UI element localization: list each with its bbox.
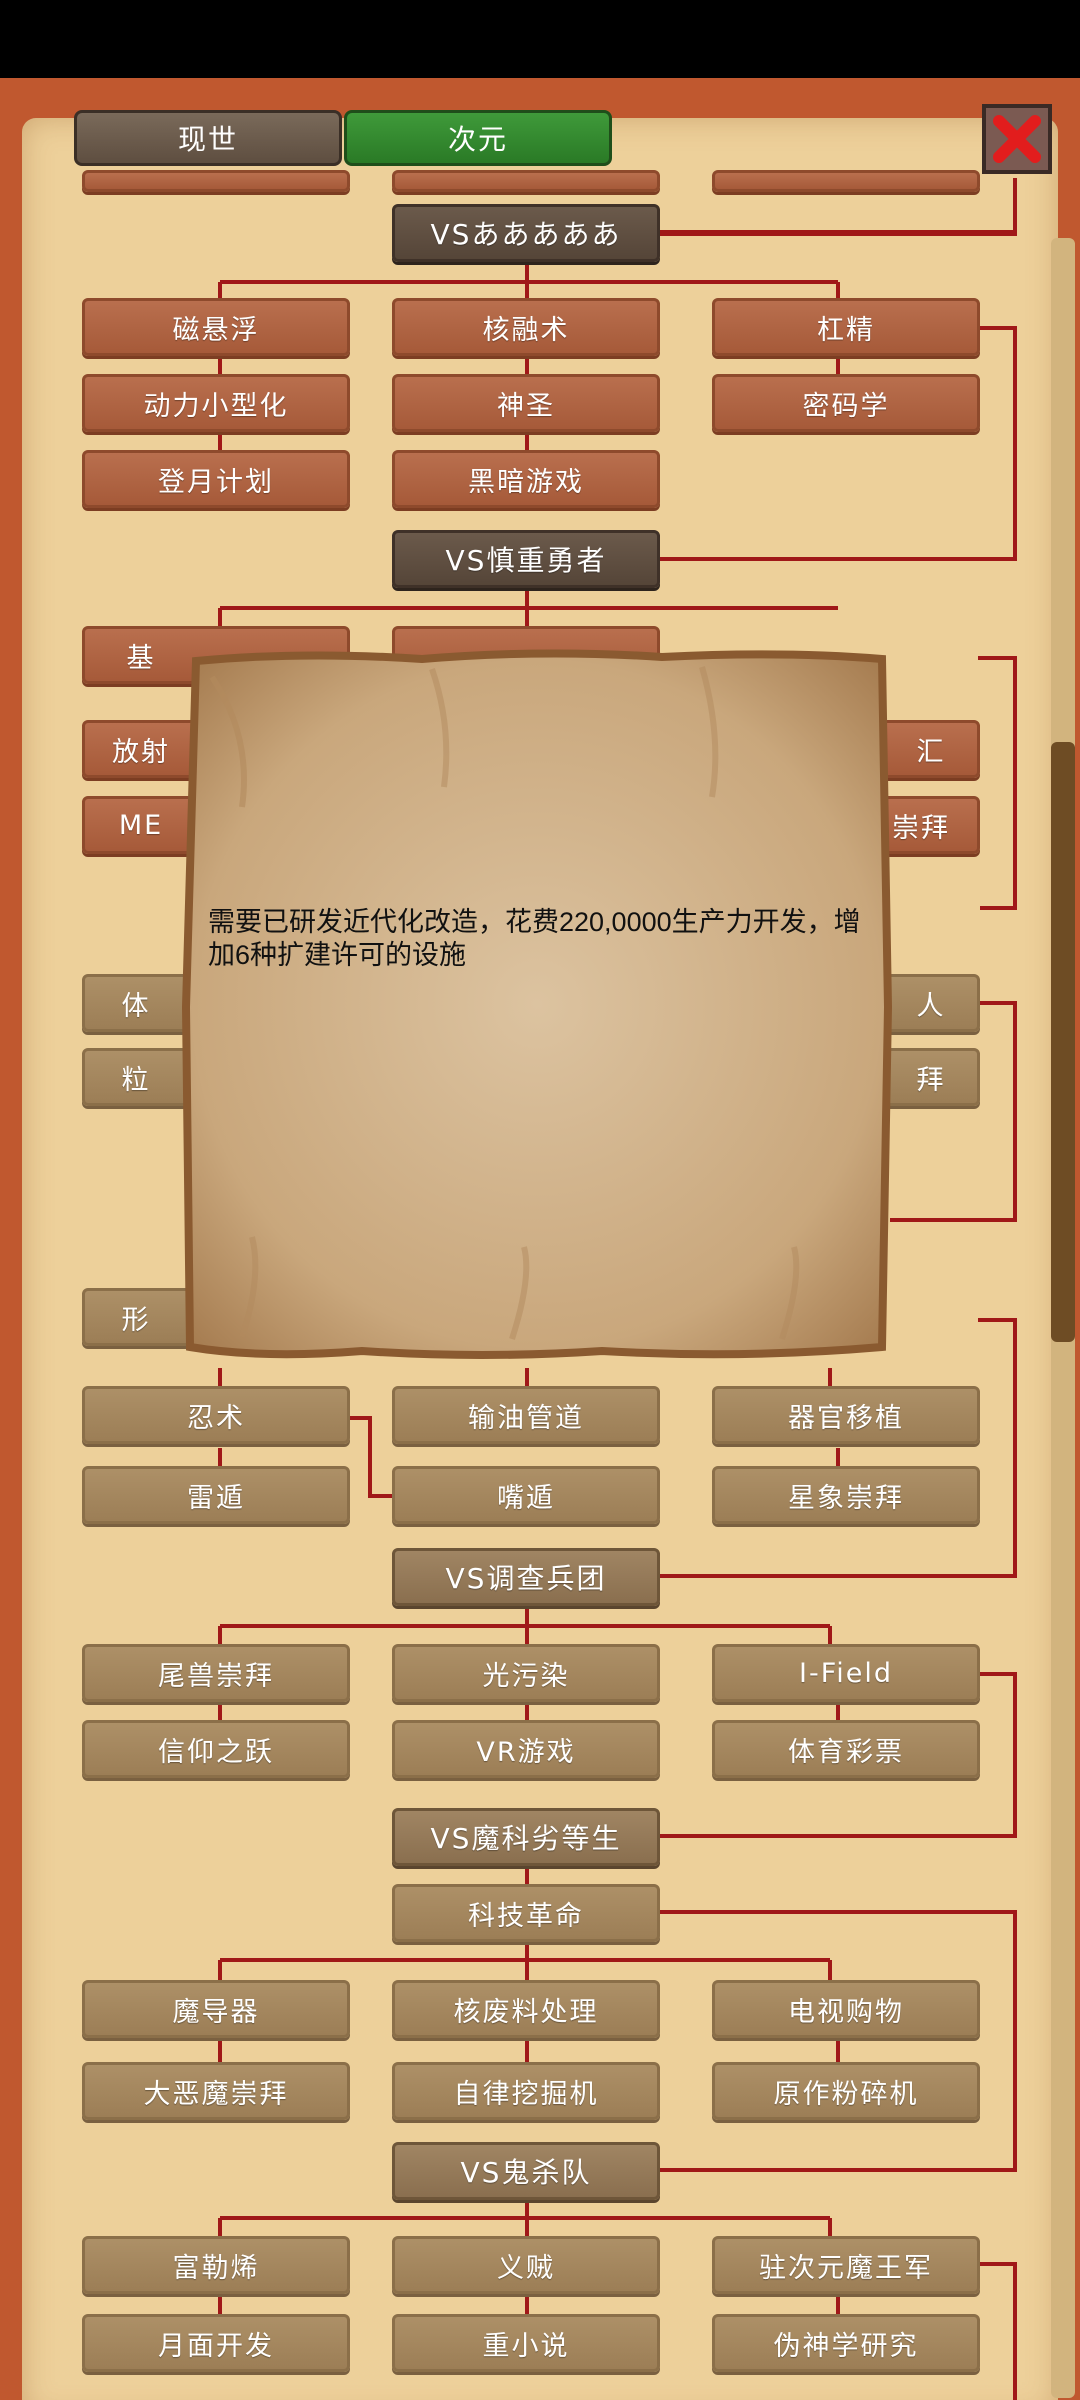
tech-node-qiguanyizhi[interactable]: 器官移植 xyxy=(712,1386,980,1444)
tech-node-weishouchongbai[interactable]: 尾兽崇拜 xyxy=(82,1644,350,1702)
tooltip-scroll-panel xyxy=(182,649,893,1359)
tech-node-donglixiaoxinghua[interactable]: 动力小型化 xyxy=(82,374,350,432)
tech-node-partial[interactable] xyxy=(392,170,660,192)
tech-node-partial[interactable] xyxy=(712,170,980,192)
tech-node-hefeiliaochuli[interactable]: 核废料处理 xyxy=(392,1980,660,2038)
tab-ciyuan[interactable]: 次元 xyxy=(344,110,612,166)
node-label: 放射 xyxy=(112,736,170,768)
tech-node-zhuciyuanmowangjun[interactable]: 驻次元魔王军 xyxy=(712,2236,980,2294)
tech-node-kejigeming[interactable]: 科技革命 xyxy=(392,1884,660,1942)
tech-node-yizei[interactable]: 义贼 xyxy=(392,2236,660,2294)
tooltip-description: 需要已研发近代化改造，花费220,0000生产力开发，增加6种扩建许可的设施 xyxy=(208,907,861,970)
tech-node-daemochongbai[interactable]: 大恶魔崇拜 xyxy=(82,2062,350,2120)
boss-node-vs2[interactable]: VS慎重勇者 xyxy=(392,530,660,588)
tech-node-xinyangzhiyue[interactable]: 信仰之跃 xyxy=(82,1720,350,1778)
tech-node-ifield[interactable]: I-Field xyxy=(712,1644,980,1702)
tech-node-yuanzuofensuiji[interactable]: 原作粉碎机 xyxy=(712,2062,980,2120)
tech-node-shuyouguandao[interactable]: 输油管道 xyxy=(392,1386,660,1444)
tech-node-gangjing[interactable]: 杠精 xyxy=(712,298,980,356)
tech-node-guangwuran[interactable]: 光污染 xyxy=(392,1644,660,1702)
tech-node-heianyouxi[interactable]: 黑暗游戏 xyxy=(392,450,660,508)
tech-node-zuidun[interactable]: 嘴遁 xyxy=(392,1466,660,1524)
tech-node-leidun[interactable]: 雷遁 xyxy=(82,1466,350,1524)
tech-node-shensheng[interactable]: 神圣 xyxy=(392,374,660,432)
node-label: ME xyxy=(118,809,164,841)
node-label: 人 xyxy=(916,990,946,1022)
boss-node-vs4[interactable]: VS魔科劣等生 xyxy=(392,1808,660,1866)
tech-node-yuemiankaifa[interactable]: 月面开发 xyxy=(82,2314,350,2372)
node-label: 形 xyxy=(121,1304,151,1336)
node-label: 体 xyxy=(121,990,151,1022)
tech-node-vryouxi[interactable]: VR游戏 xyxy=(392,1720,660,1778)
node-label: 粒 xyxy=(121,1064,151,1096)
tab-xianshi[interactable]: 现世 xyxy=(74,110,342,166)
boss-node-vs1[interactable]: VSあああああ xyxy=(392,204,660,262)
node-label: 拜 xyxy=(916,1064,946,1096)
close-button[interactable] xyxy=(982,104,1052,174)
tech-node-tiyucaipiao[interactable]: 体育彩票 xyxy=(712,1720,980,1778)
tech-node-xingxiangchongbai[interactable]: 星象崇拜 xyxy=(712,1466,980,1524)
tech-node-dengyuejihua[interactable]: 登月计划 xyxy=(82,450,350,508)
tech-node-partial[interactable] xyxy=(82,170,350,192)
close-x-icon xyxy=(993,115,1041,163)
boss-node-vs3[interactable]: VS调查兵团 xyxy=(392,1548,660,1606)
tech-node-fulexi[interactable]: 富勒烯 xyxy=(82,2236,350,2294)
status-bar xyxy=(0,0,1080,78)
scrollbar-thumb[interactable] xyxy=(1051,742,1075,1342)
node-label: 汇 xyxy=(916,736,946,768)
tech-node-rensu[interactable]: 忍术 xyxy=(82,1386,350,1444)
node-label: 基 xyxy=(126,642,156,674)
tech-node-dianshigouwu[interactable]: 电视购物 xyxy=(712,1980,980,2038)
tech-node-zilvwajueji[interactable]: 自律挖掘机 xyxy=(392,2062,660,2120)
boss-node-vs5[interactable]: VS鬼杀队 xyxy=(392,2142,660,2200)
tech-node-herongshu[interactable]: 核融术 xyxy=(392,298,660,356)
tech-node-cixuanfu[interactable]: 磁悬浮 xyxy=(82,298,350,356)
tech-node-weishenxueyanjiu[interactable]: 伪神学研究 xyxy=(712,2314,980,2372)
tech-node-zhongxiaoshuo[interactable]: 重小说 xyxy=(392,2314,660,2372)
tech-node-mimaxue[interactable]: 密码学 xyxy=(712,374,980,432)
node-label: 崇拜 xyxy=(892,812,950,844)
tech-node-modaoqi[interactable]: 魔导器 xyxy=(82,1980,350,2038)
